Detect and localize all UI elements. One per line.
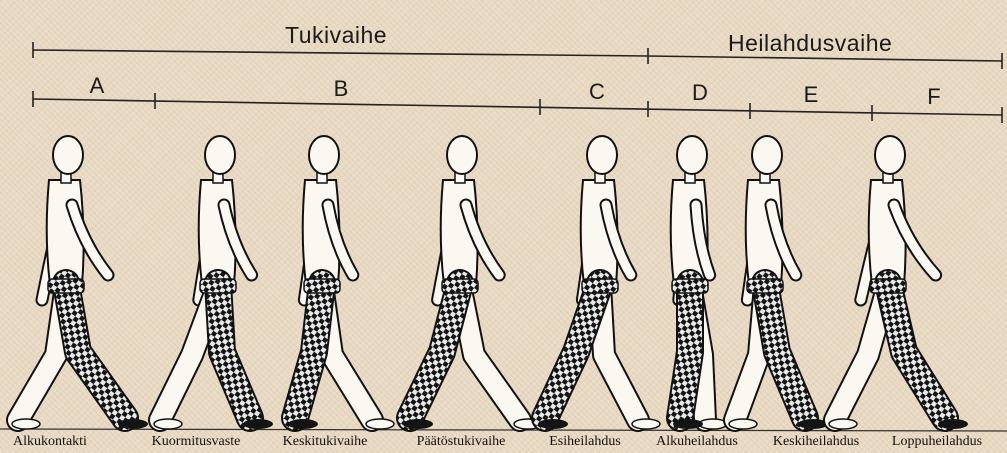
segment-label-a: A [90, 73, 105, 99]
walking-figures [12, 136, 968, 429]
walking-figure-icon [829, 136, 968, 429]
caption-initial-contact: Alkukontakti [13, 434, 87, 450]
walking-figure-icon [538, 136, 660, 429]
segment-label-f: F [927, 84, 940, 110]
stance-phase-label: Tukivaihe [285, 22, 387, 49]
caption-terminal-stance: Päätöstukivaihe [417, 434, 506, 450]
segment-timeline [33, 91, 1002, 123]
caption-mid-stance: Keskitukivaihe [283, 434, 368, 450]
segment-label-b: B [334, 76, 349, 102]
caption-terminal-swing: Loppuheilahdus [892, 434, 982, 450]
caption-pre-swing: Esiheilahdus [549, 434, 621, 450]
segment-label-e: E [804, 82, 819, 108]
walking-figure-icon [729, 136, 828, 429]
walking-figure-icon [288, 136, 394, 429]
segment-label-d: D [692, 80, 708, 106]
caption-initial-swing: Alkuheilahdus [656, 434, 738, 450]
walking-figure-icon [154, 136, 273, 429]
ground-line [0, 429, 1007, 431]
stance-phase-bracket [33, 50, 648, 56]
walking-figure-icon [12, 136, 148, 429]
walking-figure-icon [403, 136, 542, 429]
walking-figure-icon [671, 136, 727, 429]
segment-label-c: C [589, 79, 605, 105]
caption-loading-response: Kuormitusvaste [152, 434, 241, 450]
caption-mid-swing: Keskiheilahdus [773, 434, 859, 450]
swing-phase-label: Heilahdusvaihe [728, 30, 892, 57]
